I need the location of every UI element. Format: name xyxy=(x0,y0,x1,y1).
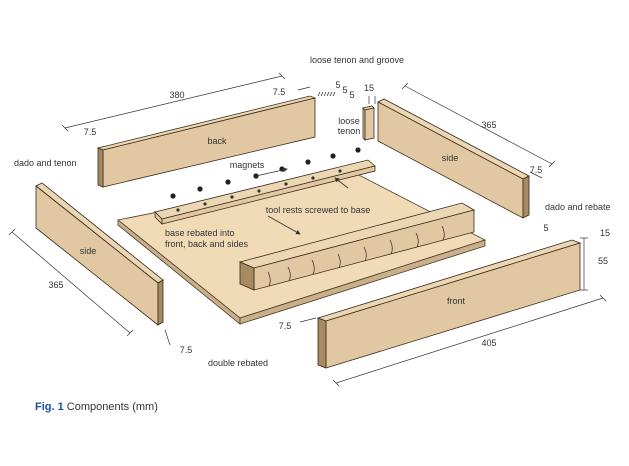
loose-tenon-groove-label: loose tenon and groove xyxy=(310,55,404,65)
side-left-label: side xyxy=(80,246,97,256)
dim-front-height: 55 xyxy=(598,256,608,266)
magnets-label: magnets xyxy=(230,160,265,170)
dim-side-left-length: 365 xyxy=(48,280,63,290)
dim-tenon-a: 5 xyxy=(335,80,340,90)
double-rebated-label: double rebated xyxy=(208,358,268,368)
figure-number: Fig. 1 xyxy=(35,401,64,413)
dim-tenon-b: 5 xyxy=(342,85,347,95)
side-right-panel xyxy=(377,98,530,219)
back-label: back xyxy=(207,136,227,146)
side-left-panel xyxy=(35,182,164,326)
dim-front-left: 7.5 xyxy=(279,321,292,331)
dim-tenon-c: 5 xyxy=(349,90,354,100)
dim-back-length: 380 xyxy=(169,90,184,100)
tool-rests-label: tool rests screwed to base xyxy=(266,205,371,215)
dim-side-left-rebate: 7.5 xyxy=(180,345,193,355)
back-panel xyxy=(96,95,317,188)
base-label-line1: base rebated into xyxy=(165,228,235,238)
dado-rebate-label: dado and rebate xyxy=(545,202,611,212)
groove-hatch xyxy=(317,91,336,97)
dim-tenon-width: 15 xyxy=(364,83,374,93)
dim-back-rebate: 7.5 xyxy=(273,87,286,97)
dim-side-right-length: 365 xyxy=(481,120,496,130)
base-label-line2: front, back and sides xyxy=(165,239,249,249)
magnet-strip xyxy=(154,159,376,225)
dim-front-notch: 5 xyxy=(543,223,548,233)
loose-tenon-label-line2: tenon xyxy=(338,126,361,136)
dim-back-left: 7.5 xyxy=(84,127,97,137)
dim-side-right-rebate: 7.5 xyxy=(530,165,543,175)
front-panel xyxy=(316,239,582,369)
dim-front-length: 405 xyxy=(481,338,496,348)
figure-caption: Fig. 1 Components (mm) xyxy=(35,401,158,413)
front-label: front xyxy=(447,296,466,306)
loose-tenon-piece xyxy=(362,105,375,141)
figure-caption-text: Components (mm) xyxy=(66,401,158,413)
loose-tenon-label-line1: loose xyxy=(338,116,360,126)
dimension-lines xyxy=(8,72,607,387)
dado-tenon-label: dado and tenon xyxy=(14,158,77,168)
side-right-label: side xyxy=(442,153,459,163)
dim-front-top: 15 xyxy=(600,228,610,238)
tool-rest-block xyxy=(238,202,476,291)
magnets xyxy=(170,147,361,199)
leader-arrows xyxy=(255,167,349,235)
